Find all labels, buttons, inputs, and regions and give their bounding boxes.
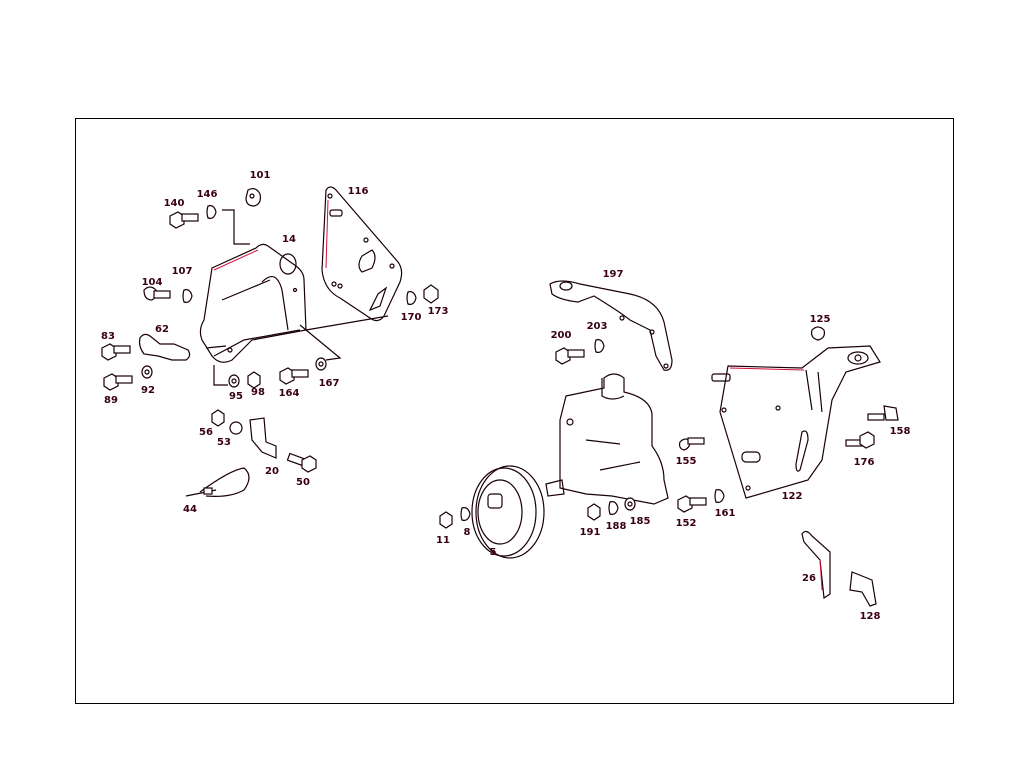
bracket-122-shape bbox=[711, 345, 881, 499]
part-callout-191[interactable]: 191 bbox=[579, 527, 601, 538]
part-callout-5[interactable]: 5 bbox=[489, 547, 497, 558]
part-callout-14[interactable]: 14 bbox=[282, 234, 296, 245]
part-callout-62[interactable]: 62 bbox=[155, 324, 169, 335]
part-callout-11[interactable]: 11 bbox=[436, 535, 450, 546]
part-callout-92[interactable]: 92 bbox=[141, 385, 155, 396]
part-callout-155[interactable]: 155 bbox=[675, 456, 697, 467]
part-callout-116[interactable]: 116 bbox=[347, 186, 369, 197]
part-callout-107[interactable]: 107 bbox=[171, 266, 193, 277]
left-hardware bbox=[101, 188, 327, 497]
part-callout-44[interactable]: 44 bbox=[183, 504, 197, 515]
part-callout-128[interactable]: 128 bbox=[859, 611, 881, 622]
part-callout-125[interactable]: 125 bbox=[809, 314, 831, 325]
part-callout-203[interactable]: 203 bbox=[586, 321, 608, 332]
part-callout-26[interactable]: 26 bbox=[802, 573, 816, 584]
part-callout-200[interactable]: 200 bbox=[550, 330, 572, 341]
bracket-14-shape bbox=[199, 243, 307, 363]
part-callout-101[interactable]: 101 bbox=[249, 170, 271, 181]
arm-197-shape bbox=[549, 280, 673, 371]
part-callout-83[interactable]: 83 bbox=[101, 331, 115, 342]
part-callout-104[interactable]: 104 bbox=[141, 277, 163, 288]
part-callout-185[interactable]: 185 bbox=[629, 516, 651, 527]
pulley-5-shape bbox=[471, 465, 545, 559]
diagram-frame bbox=[75, 118, 954, 704]
part-callout-56[interactable]: 56 bbox=[199, 427, 213, 438]
part-callout-158[interactable]: 158 bbox=[889, 426, 911, 437]
part-callout-152[interactable]: 152 bbox=[675, 518, 697, 529]
part-callout-50[interactable]: 50 bbox=[296, 477, 310, 488]
part-callout-98[interactable]: 98 bbox=[251, 387, 265, 398]
part-callout-170[interactable]: 170 bbox=[400, 312, 422, 323]
part-callout-95[interactable]: 95 bbox=[229, 391, 243, 402]
part-callout-89[interactable]: 89 bbox=[104, 395, 118, 406]
pump-body-shape bbox=[545, 373, 669, 505]
part-callout-122[interactable]: 122 bbox=[781, 491, 803, 502]
part-callout-176[interactable]: 176 bbox=[853, 457, 875, 468]
part-callout-164[interactable]: 164 bbox=[278, 388, 300, 399]
part-callout-140[interactable]: 140 bbox=[163, 198, 185, 209]
part-callout-173[interactable]: 173 bbox=[427, 306, 449, 317]
part-callout-188[interactable]: 188 bbox=[605, 521, 627, 532]
part-callout-20[interactable]: 20 bbox=[265, 466, 279, 477]
part-callout-8[interactable]: 8 bbox=[463, 527, 471, 538]
part-callout-53[interactable]: 53 bbox=[217, 437, 231, 448]
part-callout-146[interactable]: 146 bbox=[196, 189, 218, 200]
part-callout-161[interactable]: 161 bbox=[714, 508, 736, 519]
plate-116-shape bbox=[321, 186, 403, 322]
part-callout-167[interactable]: 167 bbox=[318, 378, 340, 389]
part-callout-197[interactable]: 197 bbox=[602, 269, 624, 280]
